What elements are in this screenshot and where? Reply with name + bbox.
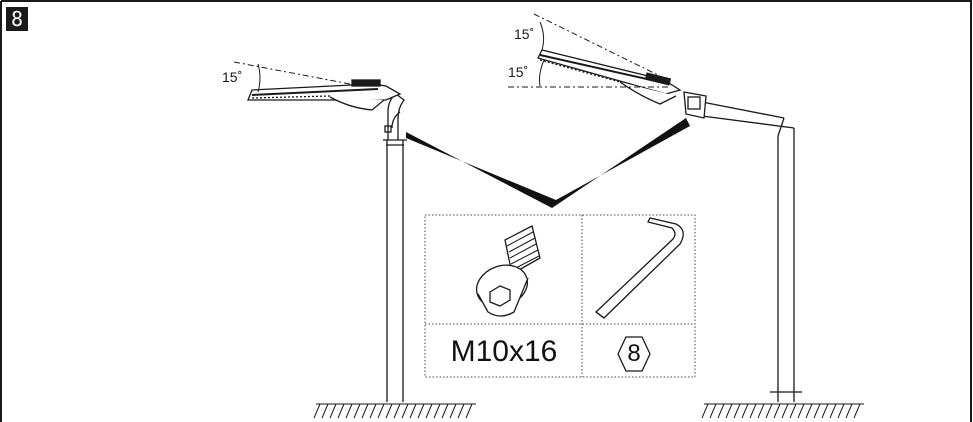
right-pole — [701, 101, 802, 402]
ground-left — [313, 403, 476, 419]
right-bracket — [683, 91, 707, 119]
left-tilt-indicator — [233, 61, 351, 93]
right-luminaire — [537, 49, 682, 105]
left-luminaire — [247, 79, 402, 111]
hex-key-size-label: 8 — [627, 340, 641, 367]
step-number-badge: 8 — [6, 7, 28, 31]
right-upper-tilt-label: 15˚ — [514, 26, 535, 42]
light-beam-shadow — [406, 118, 690, 208]
ground-right — [701, 403, 864, 419]
left-bracket — [384, 93, 405, 140]
hex-size-outline — [617, 336, 651, 372]
right-lower-tilt-label: 15˚ — [508, 64, 529, 80]
socket-bolt-icon — [475, 225, 541, 317]
hex-key-icon — [594, 217, 684, 319]
right-tilt-indicator — [508, 13, 668, 88]
hardware-panel — [424, 214, 696, 378]
left-pole — [383, 139, 407, 402]
bolt-size-label: M10x16 — [450, 335, 558, 368]
left-tilt-label: 15˚ — [222, 69, 243, 85]
